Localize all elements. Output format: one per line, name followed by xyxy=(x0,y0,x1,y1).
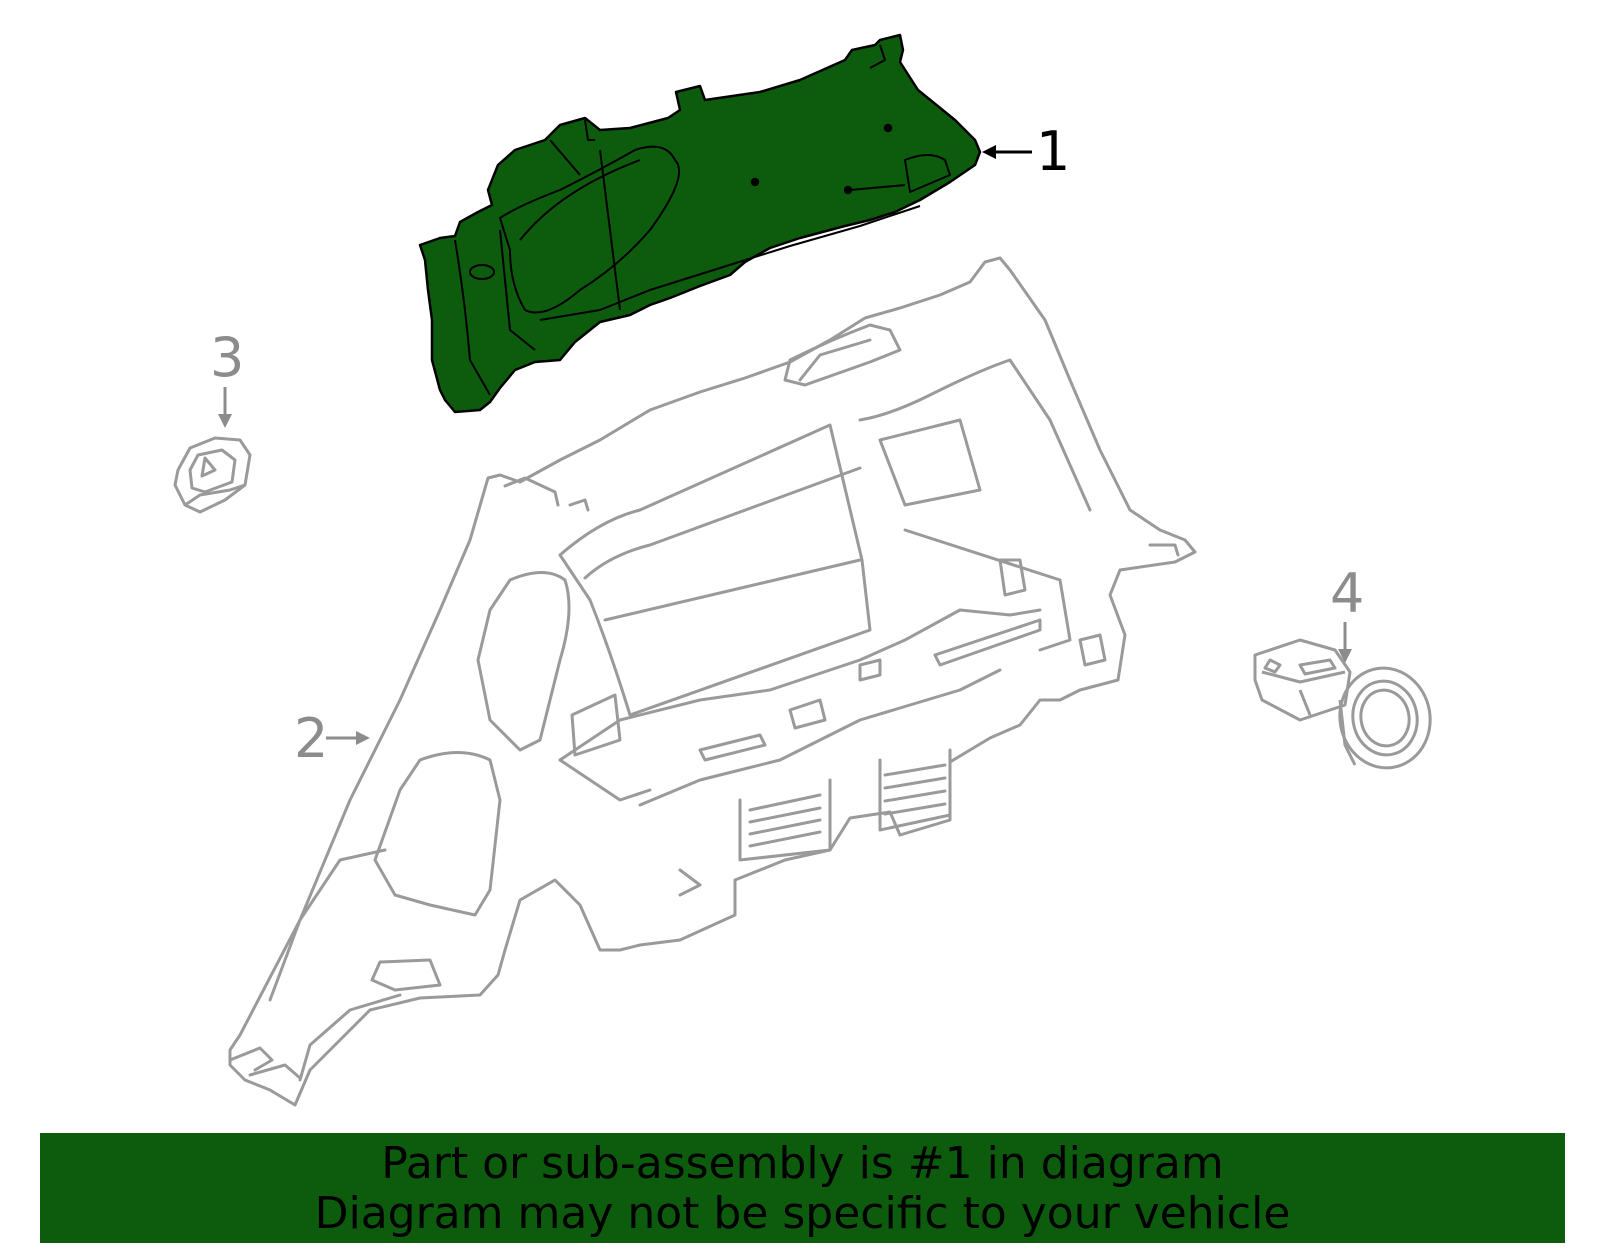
info-banner: Part or sub-assembly is #1 in diagram Di… xyxy=(40,1133,1565,1243)
callout-3[interactable]: 3 xyxy=(210,326,244,428)
part-3-clip[interactable] xyxy=(173,436,252,514)
banner-line-2: Diagram may not be specific to your vehi… xyxy=(314,1188,1291,1239)
callout-4-label: 4 xyxy=(1330,562,1364,625)
callout-3-label: 3 xyxy=(210,326,244,389)
part-2-quarter-trim[interactable] xyxy=(228,256,1197,1107)
callout-4[interactable]: 4 xyxy=(1330,562,1364,663)
part-1-trim-panel[interactable] xyxy=(418,33,982,414)
callout-1[interactable]: 1 xyxy=(982,120,1070,183)
part-4-power-outlet[interactable] xyxy=(1253,638,1438,775)
banner-line-1: Part or sub-assembly is #1 in diagram xyxy=(381,1138,1224,1189)
callout-1-label: 1 xyxy=(1036,120,1070,183)
callout-2[interactable]: 2 xyxy=(294,707,370,770)
callout-2-label: 2 xyxy=(294,707,328,770)
